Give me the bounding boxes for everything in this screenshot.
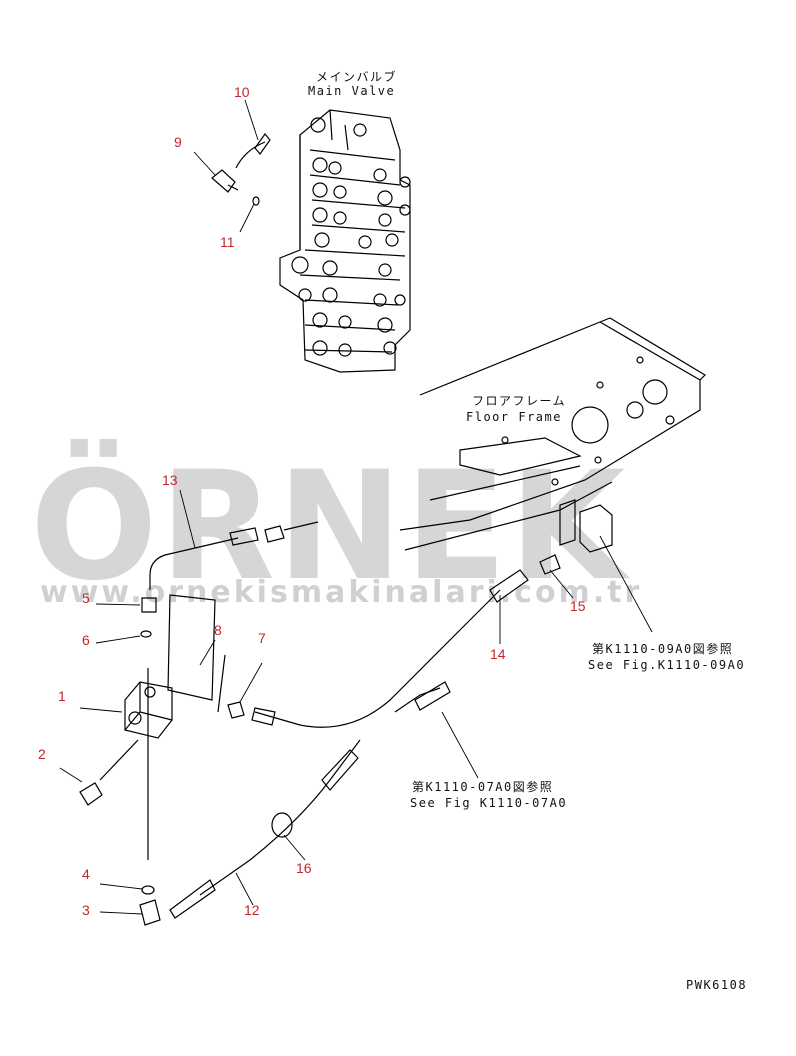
part-number: 7 xyxy=(258,630,266,646)
floor-frame-label-jp: フロアフレーム xyxy=(472,394,567,408)
part-number: 1 xyxy=(58,688,66,704)
ref-09-label-jp: 第K1110-09A0図参照 xyxy=(592,642,734,656)
part-number: 13 xyxy=(162,472,178,488)
part-number: 4 xyxy=(82,866,90,882)
part-number: 16 xyxy=(296,860,312,876)
part-number: 3 xyxy=(82,902,90,918)
drawing-code: PWK6108 xyxy=(686,978,748,992)
main-valve-label-jp: メインバルブ xyxy=(316,70,398,84)
part-number: 5 xyxy=(82,590,90,606)
part-number: 11 xyxy=(220,234,235,250)
part-number: 6 xyxy=(82,632,90,648)
part-number: 15 xyxy=(570,598,586,614)
ref-07-label-jp: 第K1110-07A0図参照 xyxy=(412,780,554,794)
part-number: 8 xyxy=(214,622,222,638)
ref-07-label-en: See Fig K1110-07A0 xyxy=(410,796,568,810)
part-number: 12 xyxy=(244,902,260,918)
part-number: 14 xyxy=(490,646,506,662)
main-valve-label-en: Main Valve xyxy=(308,84,396,98)
main-valve-drawing xyxy=(279,109,411,373)
part-number: 2 xyxy=(38,746,46,762)
part-number: 9 xyxy=(174,134,182,150)
watermark-url: www.ornekismakinalari.com.tr xyxy=(40,575,643,610)
floor-frame-label-en: Floor Frame xyxy=(466,410,562,424)
part-number: 10 xyxy=(234,84,250,100)
ref-09-label-en: See Fig.K1110-09A0 xyxy=(588,658,746,672)
floor-frame-drawing xyxy=(399,317,706,553)
